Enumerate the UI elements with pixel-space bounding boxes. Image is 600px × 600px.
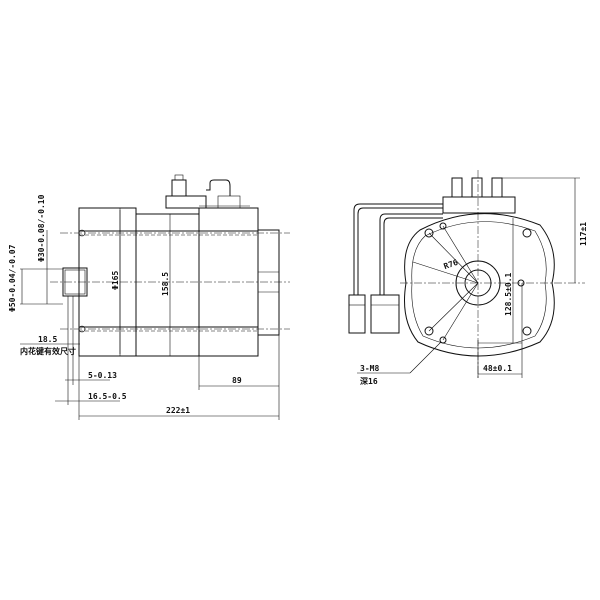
thread-label: 3-M8	[360, 364, 379, 373]
offset-label: 48±0.1	[483, 364, 512, 373]
rear-length-label: 89	[232, 376, 242, 385]
terminal-block	[165, 174, 250, 209]
spline-note: 内花键有效尺寸	[20, 346, 76, 356]
terminal-box	[442, 196, 516, 214]
rear-end-cap	[257, 229, 280, 336]
height-label: 158.5	[161, 272, 170, 296]
connector-right	[370, 294, 400, 334]
flange-label: 16.5-0.5	[88, 392, 127, 401]
output-shaft	[62, 267, 88, 297]
shaft-dia-label: Φ50-0.04/-0.07	[8, 244, 17, 312]
top-height-label: 117±1	[579, 222, 588, 246]
end-housing	[404, 213, 555, 357]
connector-left	[348, 294, 366, 334]
body-dia-label: Φ165	[111, 271, 120, 290]
bore-dia-label: Φ30-0.08/-0.10	[37, 194, 46, 262]
end-height-label: 128.5±0.1	[504, 272, 513, 316]
depth-label: 深16	[360, 376, 378, 386]
spline-depth-label: 18.5	[38, 335, 57, 344]
side-view	[20, 174, 290, 420]
terminals	[451, 177, 503, 198]
step-label: 5-0.13	[88, 371, 117, 380]
total-length-label: 222±1	[166, 406, 190, 415]
cables	[348, 203, 443, 334]
radius-label: R76	[443, 258, 460, 271]
end-view	[348, 170, 585, 380]
